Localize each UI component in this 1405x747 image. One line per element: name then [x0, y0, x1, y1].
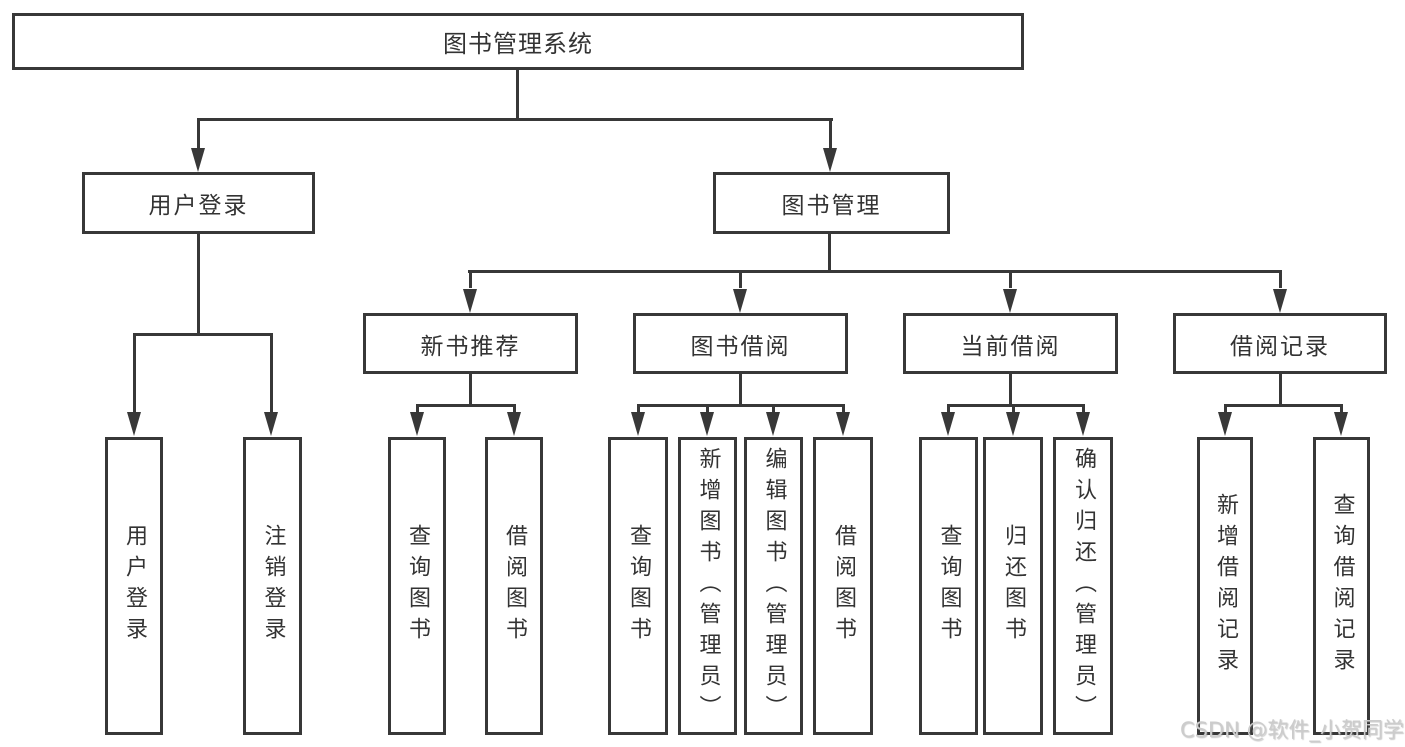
node-book-management-label: 图书管理 — [781, 193, 882, 219]
leaf-confirm-return-admin-label: 确认归还（管理员） — [1071, 446, 1096, 726]
leaf-confirm-return-admin: 确认归还（管理员） — [1053, 437, 1113, 735]
leaf-return-books-label: 归还图书 — [1001, 524, 1026, 648]
edge-stub — [1082, 404, 1085, 414]
edge-new-book-recommend-stem — [469, 373, 472, 407]
leaf-add-book-admin-label: 新增图书（管理员） — [695, 446, 721, 726]
edge-to-borrow-records — [1279, 270, 1282, 288]
leaf-query-books-recommend: 查询图书 — [388, 437, 446, 735]
edge-stub — [416, 404, 419, 414]
edge-to-user-login — [197, 118, 200, 150]
edge-to-new-book-recommend — [469, 270, 472, 288]
edge-user-login-rail — [133, 333, 273, 336]
node-current-borrow-label: 当前借阅 — [960, 333, 1061, 360]
edge-book-borrow-rail — [637, 404, 845, 407]
arrow-down-icon — [823, 148, 837, 172]
arrow-down-icon — [127, 412, 141, 436]
leaf-query-borrow-record-label: 查询借阅记录 — [1329, 493, 1355, 679]
edge-stub — [1340, 404, 1343, 414]
leaf-query-books-current: 查询图书 — [919, 437, 978, 735]
arrow-down-icon — [463, 289, 477, 313]
arrow-down-icon — [766, 412, 780, 436]
edge-root-stem — [516, 69, 519, 120]
edge-book-borrow-stem — [739, 373, 742, 407]
edge-to-leaf-user-login — [133, 333, 136, 413]
leaf-edit-book-admin: 编辑图书（管理员） — [744, 437, 803, 735]
leaf-query-books-borrow: 查询图书 — [608, 437, 668, 735]
node-book-borrow: 图书借阅 — [633, 313, 848, 374]
node-current-borrow: 当前借阅 — [903, 313, 1118, 374]
edge-to-book-management — [829, 118, 832, 150]
arrow-down-icon — [700, 412, 714, 436]
edge-stub — [842, 404, 845, 414]
leaf-user-login: 用户登录 — [105, 437, 163, 735]
edge-root-rail — [197, 118, 833, 121]
edge-stub — [947, 404, 950, 414]
leaf-borrow-books-label: 借阅图书 — [831, 524, 856, 648]
edge-stub — [1012, 404, 1015, 414]
edge-current-borrow-stem — [1009, 373, 1012, 407]
leaf-edit-book-admin-label: 编辑图书（管理员） — [761, 446, 787, 726]
arrow-down-icon — [733, 289, 747, 313]
edge-stub — [706, 404, 709, 414]
edge-borrow-records-rail — [1224, 404, 1343, 407]
edge-to-leaf-logout — [270, 333, 273, 413]
leaf-logout: 注销登录 — [243, 437, 302, 735]
node-borrow-records-label: 借阅记录 — [1230, 333, 1330, 360]
leaf-query-books-borrow-label: 查询图书 — [626, 524, 651, 648]
node-borrow-records: 借阅记录 — [1173, 313, 1387, 374]
edge-to-book-borrow — [739, 270, 742, 288]
leaf-query-books-recommend-label: 查询图书 — [405, 524, 430, 648]
node-root-label: 图书管理系统 — [443, 30, 593, 58]
node-root: 图书管理系统 — [12, 13, 1024, 70]
edge-stub — [637, 404, 640, 414]
node-new-book-recommend-label: 新书推荐 — [420, 333, 521, 360]
edge-book-management-stem — [828, 234, 831, 272]
arrow-down-icon — [191, 148, 205, 172]
edge-stub — [1224, 404, 1227, 414]
arrow-down-icon — [1218, 412, 1232, 436]
edge-borrow-records-stem — [1279, 373, 1282, 407]
edge-book-management-rail — [468, 270, 1282, 273]
arrow-down-icon — [264, 412, 278, 436]
arrow-down-icon — [631, 412, 645, 436]
node-new-book-recommend: 新书推荐 — [363, 313, 578, 374]
leaf-borrow-books-recommend: 借阅图书 — [485, 437, 543, 735]
edge-stub — [513, 404, 516, 414]
edge-user-login-stem — [197, 233, 200, 335]
arrow-down-icon — [1273, 289, 1287, 313]
arrow-down-icon — [1076, 412, 1090, 436]
arrow-down-icon — [941, 412, 955, 436]
arrow-down-icon — [1334, 412, 1348, 436]
leaf-add-borrow-record: 新增借阅记录 — [1197, 437, 1253, 735]
leaf-return-books: 归还图书 — [983, 437, 1043, 735]
arrow-down-icon — [1003, 289, 1017, 313]
edge-current-borrow-rail — [947, 404, 1085, 407]
leaf-add-borrow-record-label: 新增借阅记录 — [1213, 493, 1238, 679]
arrow-down-icon — [507, 412, 521, 436]
leaf-user-login-label: 用户登录 — [122, 524, 147, 648]
arrow-down-icon — [836, 412, 850, 436]
arrow-down-icon — [410, 412, 424, 436]
leaf-add-book-admin: 新增图书（管理员） — [678, 437, 737, 735]
node-user-login-label: 用户登录 — [148, 193, 249, 219]
edge-new-book-recommend-rail — [416, 404, 516, 407]
node-book-management: 图书管理 — [713, 172, 950, 234]
edge-to-current-borrow — [1009, 270, 1012, 288]
leaf-query-borrow-record: 查询借阅记录 — [1313, 437, 1370, 735]
leaf-query-books-current-label: 查询图书 — [936, 524, 962, 648]
node-user-login: 用户登录 — [82, 172, 315, 234]
csdn-watermark: CSDN @软件_小贺同学 — [1180, 718, 1405, 742]
node-book-borrow-label: 图书借阅 — [690, 333, 791, 360]
arrow-down-icon — [1006, 412, 1020, 436]
edge-stub — [772, 404, 775, 414]
leaf-logout-label: 注销登录 — [260, 524, 286, 648]
leaf-borrow-books-recommend-label: 借阅图书 — [502, 524, 527, 648]
leaf-borrow-books: 借阅图书 — [813, 437, 873, 735]
